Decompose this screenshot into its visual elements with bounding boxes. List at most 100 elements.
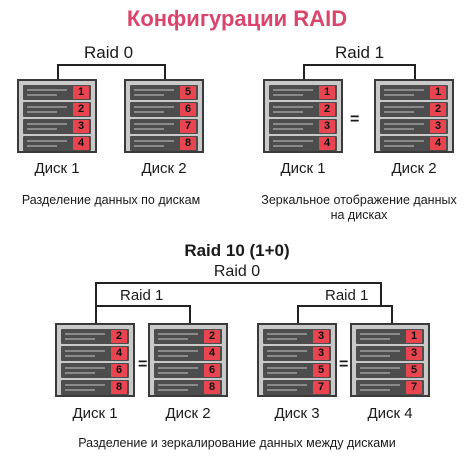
platter-slot: 5	[356, 363, 424, 378]
raid10-left-mirror-heading: Raid 1	[120, 287, 164, 304]
raid1-disk-1-label: Диск 1	[280, 160, 326, 177]
block-label: 7	[406, 381, 422, 394]
block-label: 5	[313, 364, 329, 377]
block-label: 7	[180, 120, 196, 133]
platter-slot: 2	[380, 102, 448, 117]
raid1-caption-line1: Зеркальное отображение данных	[261, 193, 457, 207]
raid10-right-connector	[297, 305, 392, 307]
platter-slot: 5	[263, 363, 331, 378]
platter-slot: 1	[269, 85, 337, 100]
raid10-disk-1: 2 4 6 8	[55, 323, 135, 397]
platter-slot: 1	[380, 85, 448, 100]
raid0-caption: Разделение данных по дискам	[21, 193, 201, 207]
platter-slot: 7	[130, 119, 198, 134]
block-label: 2	[204, 330, 220, 343]
block-label: 2	[73, 103, 89, 116]
platter-slot: 3	[356, 346, 424, 361]
block-label: 5	[406, 364, 422, 377]
raid0-connector	[57, 64, 165, 66]
block-label: 7	[313, 381, 329, 394]
raid0-connector-right	[164, 64, 166, 79]
raid10-stripe-heading: Raid 0	[213, 263, 261, 280]
raid1-disk-2-label: Диск 2	[391, 160, 437, 177]
block-label: 3	[313, 330, 329, 343]
mirror-equals-sign-right: =	[339, 356, 349, 373]
block-label: 2	[111, 330, 127, 343]
platter-slot: 3	[380, 119, 448, 134]
raid1-disk-2: 1 2 3 4	[374, 79, 454, 153]
block-label: 1	[319, 86, 335, 99]
platter-slot: 2	[23, 102, 91, 117]
block-label: 8	[204, 381, 220, 394]
platter-slot: 4	[154, 346, 222, 361]
block-label: 4	[73, 137, 89, 150]
raid10-heading: Raid 10 (1+0)	[184, 241, 290, 260]
mirror-equals-sign: =	[350, 111, 360, 128]
raid1-disk-1: 1 2 3 4	[263, 79, 343, 153]
raid0-connector-left	[57, 64, 59, 79]
raid10-disk-2: 2 4 6 8	[148, 323, 228, 397]
block-label: 3	[313, 347, 329, 360]
raid1-connector-left	[303, 64, 305, 79]
raid0-heading: Raid 0	[84, 43, 134, 62]
block-label: 4	[319, 137, 335, 150]
raid10-top-connector-left	[95, 282, 97, 306]
platter-slot: 6	[61, 363, 129, 378]
raid10-left-connector-b	[189, 305, 191, 323]
raid10-left-connector-a	[95, 305, 97, 323]
block-label: 6	[204, 364, 220, 377]
platter-slot: 2	[61, 329, 129, 344]
raid1-caption-line2: на дисках	[330, 208, 388, 222]
raid1-connector-right	[414, 64, 416, 79]
platter-slot: 6	[154, 363, 222, 378]
raid10-disk-4: 1 3 5 7	[350, 323, 430, 397]
platter-slot: 4	[23, 136, 91, 151]
raid10-disk-4-label: Диск 4	[367, 405, 413, 422]
platter-slot: 8	[154, 380, 222, 395]
block-label: 8	[180, 137, 196, 150]
block-label: 1	[73, 86, 89, 99]
platter-slot: 4	[380, 136, 448, 151]
raid10-disk-3: 3 3 5 7	[257, 323, 337, 397]
block-label: 5	[180, 86, 196, 99]
raid10-top-connector-right	[380, 282, 382, 306]
block-label: 6	[111, 364, 127, 377]
block-label: 8	[111, 381, 127, 394]
block-label: 4	[430, 137, 446, 150]
platter-slot: 1	[23, 85, 91, 100]
block-label: 4	[204, 347, 220, 360]
platter-slot: 8	[130, 136, 198, 151]
raid1-caption: Зеркальное отображение данных на дисках	[248, 193, 470, 223]
raid10-disk-3-label: Диск 3	[274, 405, 320, 422]
block-label: 4	[111, 347, 127, 360]
raid10-right-connector-a	[297, 305, 299, 323]
raid10-top-connector	[95, 282, 381, 284]
raid0-disk-2: 5 6 7 8	[124, 79, 204, 153]
raid0-disk-1-label: Диск 1	[34, 160, 80, 177]
raid10-right-mirror-heading: Raid 1	[325, 287, 369, 304]
raid10-disk-1-label: Диск 1	[72, 405, 118, 422]
block-label: 2	[430, 103, 446, 116]
block-label: 1	[406, 330, 422, 343]
block-label: 3	[319, 120, 335, 133]
platter-slot: 8	[61, 380, 129, 395]
block-label: 3	[406, 347, 422, 360]
platter-slot: 4	[61, 346, 129, 361]
block-label: 3	[430, 120, 446, 133]
raid10-disk-2-label: Диск 2	[165, 405, 211, 422]
raid10-right-connector-b	[391, 305, 393, 323]
page-title: Конфигурации RAID	[126, 6, 348, 31]
platter-slot: 5	[130, 85, 198, 100]
raid1-heading: Raid 1	[335, 43, 385, 62]
platter-slot: 3	[263, 329, 331, 344]
platter-slot: 2	[269, 102, 337, 117]
platter-slot: 1	[356, 329, 424, 344]
platter-slot: 3	[269, 119, 337, 134]
platter-slot: 2	[154, 329, 222, 344]
platter-slot: 3	[263, 346, 331, 361]
block-label: 1	[430, 86, 446, 99]
raid0-disk-1: 1 2 3 4	[17, 79, 97, 153]
mirror-equals-sign-left: =	[138, 356, 148, 373]
platter-slot: 7	[356, 380, 424, 395]
platter-slot: 7	[263, 380, 331, 395]
